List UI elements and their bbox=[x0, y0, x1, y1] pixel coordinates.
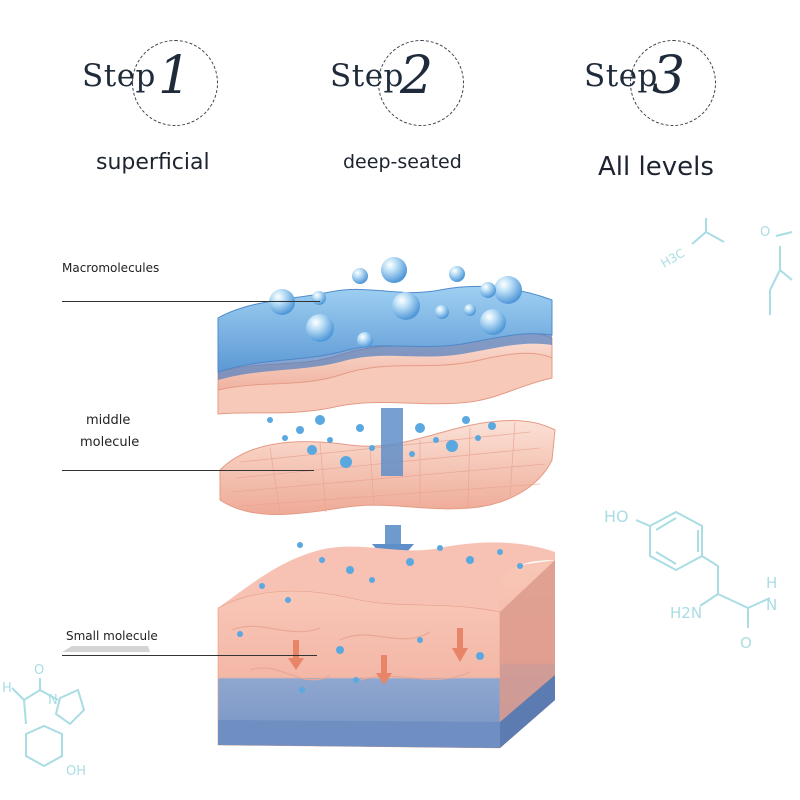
chem-text-h3c: H3C bbox=[659, 246, 688, 271]
pointer-macromolecules bbox=[62, 301, 320, 302]
step-3-number: 3 bbox=[652, 46, 686, 106]
chem-text-n-right: N bbox=[766, 596, 777, 614]
step-2: Step 2 bbox=[328, 40, 488, 130]
chem-text-o-right: O bbox=[740, 634, 752, 652]
chem-text-n-left: N bbox=[48, 693, 58, 708]
top-layer bbox=[217, 285, 553, 415]
label-middle-molecule-line1: middle bbox=[86, 413, 131, 428]
chem-text-oh-left: OH bbox=[66, 764, 86, 779]
skin-block bbox=[217, 542, 555, 749]
chem-text-h2n: H2N bbox=[670, 604, 702, 622]
step-1-number: 1 bbox=[158, 46, 192, 106]
chem-text-h-right: H bbox=[766, 574, 777, 592]
step-1: Step 1 bbox=[80, 40, 240, 130]
pointer-small-molecule bbox=[62, 655, 317, 656]
label-middle-molecule-line2: molecule bbox=[80, 435, 140, 450]
small-molecule-swatch bbox=[62, 646, 150, 652]
step-3: Step 3 bbox=[582, 40, 742, 130]
level-superficial: superficial bbox=[96, 150, 210, 175]
chem-structure-right bbox=[635, 510, 771, 628]
chem-text-ho: HO bbox=[604, 507, 629, 526]
step-3-ring bbox=[630, 40, 716, 126]
chem-structure-left bbox=[11, 678, 86, 768]
pointer-middle-molecule bbox=[62, 470, 314, 471]
chem-text-o-left: O bbox=[34, 663, 44, 678]
step-1-ring bbox=[132, 40, 218, 126]
chem-text-h-left: H bbox=[2, 681, 12, 696]
level-all-levels: All levels bbox=[598, 152, 714, 182]
small-molecule-dots bbox=[237, 415, 523, 693]
level-deep-seated: deep-seated bbox=[343, 151, 462, 173]
label-small-molecule: Small molecule bbox=[66, 629, 158, 643]
red-arrows bbox=[288, 628, 468, 685]
macromolecule-bubbles bbox=[269, 257, 522, 348]
step-3-word: Step bbox=[584, 58, 658, 94]
chem-text-o-top: O bbox=[760, 225, 770, 240]
label-macromolecules: Macromolecules bbox=[62, 261, 160, 275]
step-2-word: Step bbox=[330, 58, 404, 94]
step-1-word: Step bbox=[82, 58, 156, 94]
chem-structure-top-right bbox=[691, 218, 793, 315]
step-2-ring bbox=[378, 40, 464, 126]
step-2-number: 2 bbox=[400, 46, 434, 106]
